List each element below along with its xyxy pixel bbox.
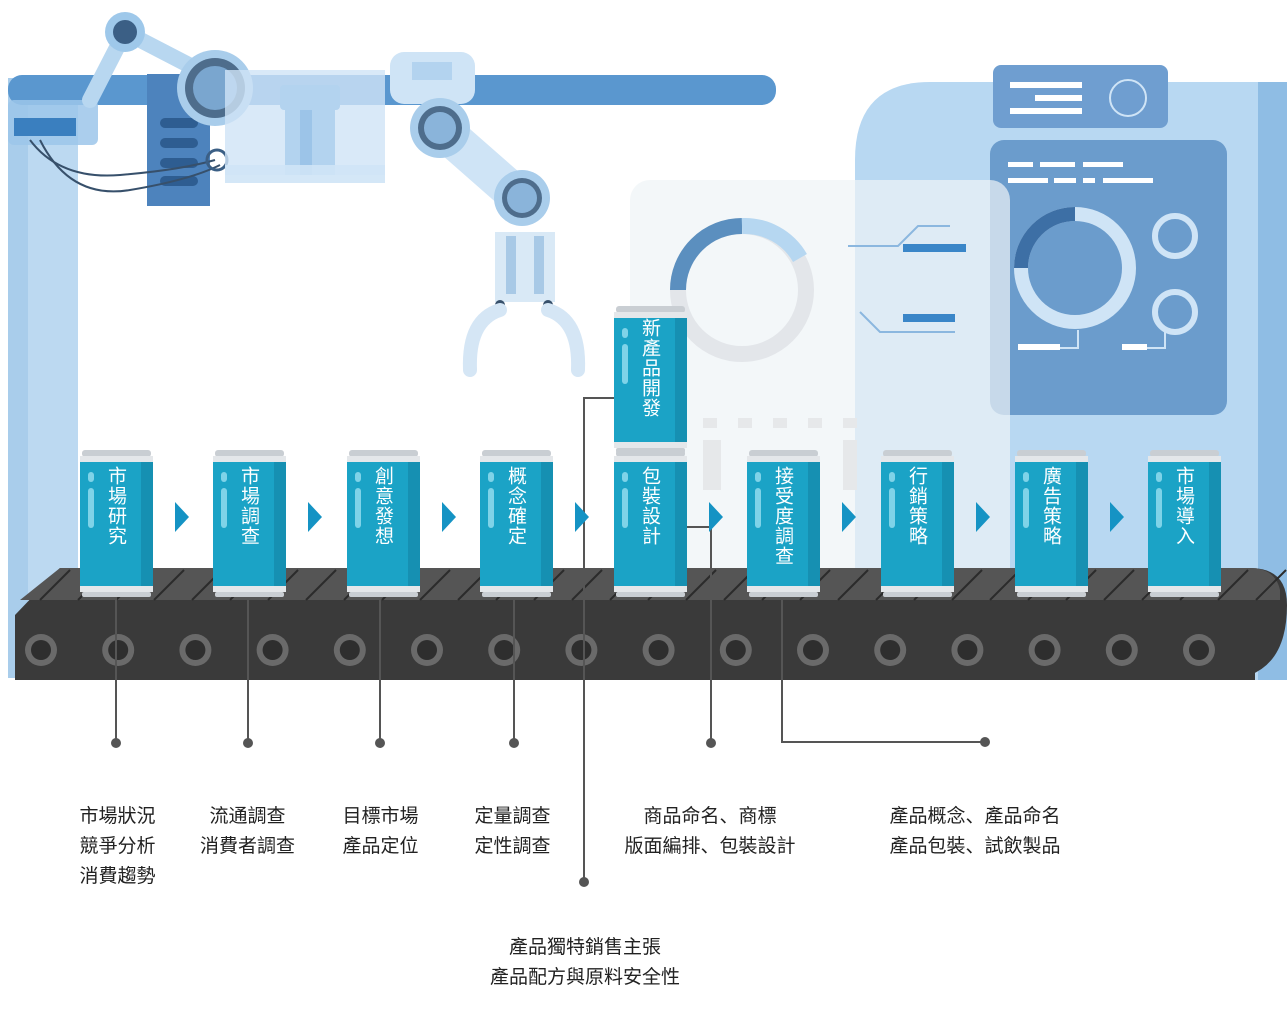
note-line: 定量調查 [474,805,551,827]
note-concept: 定量調查定性調查 [450,771,575,891]
factory-illustration [8,12,1287,887]
roller [411,634,443,666]
leader-dot [706,738,716,748]
conveyor-belt [15,568,1287,680]
can-label-6: 接受度調查 [772,466,794,566]
roller [565,634,598,666]
note-line: 市場狀況 [79,805,156,827]
note-line: 消費者調查 [199,835,295,857]
leader-line [781,588,985,743]
can-3 [347,450,420,597]
note-acceptance: 產品概念、產品命名產品包裝、試飲製品 [860,771,1090,891]
roller [642,634,675,666]
flow-arrow [1110,502,1124,532]
leader-dots [111,737,990,887]
can-label-1: 市場研究 [105,466,127,546]
note-line: 版面編排、包裝設計 [624,835,796,857]
leader-dot [243,738,253,748]
flow-arrow [976,502,990,532]
note-market-research: 市場狀況競爭分析消費趨勢 [55,771,180,921]
roller [874,634,907,666]
can-label-8: 廣告策略 [1040,466,1062,546]
leader-dot [579,877,589,887]
note-line: 產品概念、產品命名 [889,805,1061,827]
roller [25,634,57,666]
roller [1105,634,1138,666]
can-9 [1148,450,1221,597]
roller [797,634,829,666]
flow-arrow [175,502,189,532]
note-line: 定性調查 [474,835,551,857]
roller [179,634,212,666]
roller [102,634,135,666]
leader-dot [375,738,385,748]
roller [488,634,521,666]
note-line: 產品定位 [342,835,419,857]
can-4 [480,450,553,597]
note-packaging: 商品命名、商標版面編排、包裝設計 [600,771,820,891]
roller [719,634,752,666]
flow-arrow [842,502,856,532]
roller [1183,634,1215,666]
leader-dot [509,738,519,748]
note-line: 產品獨特銷售主張 [508,936,661,958]
note-line: 目標市場 [342,805,419,827]
note-line: 消費趨勢 [79,865,156,887]
cans-art [80,306,1221,597]
flow-arrow [709,502,723,532]
leader-dot [111,738,121,748]
top-can-label: 新產品開發 [639,318,661,418]
can-label-5: 包裝設計 [639,466,661,546]
can-1 [80,450,153,597]
can-label-2: 市場調查 [238,466,260,546]
flow-arrow [575,502,589,532]
can-label-7: 行銷策略 [906,466,928,546]
roller [1028,634,1061,666]
note-line: 商品命名、商標 [643,805,777,827]
note-line: 競爭分析 [79,835,156,857]
flow-arrow [308,502,322,532]
can-7 [881,450,954,597]
can-label-4: 概念確定 [505,466,527,546]
roller [256,634,289,666]
note-market-survey: 流通調查消費者調查 [180,771,315,891]
can-label-3: 創意發想 [372,466,394,546]
roller [951,634,984,666]
roller [333,634,366,666]
note-new-product: 產品獨特銷售主張產品配方與原料安全性 [455,902,715,1022]
note-line: 產品包裝、試飲製品 [889,835,1061,857]
note-line: 產品配方與原料安全性 [489,966,680,988]
can-5 [614,450,687,597]
leader-dot [980,737,990,747]
top-can [614,306,687,453]
can-8 [1015,450,1088,597]
note-line: 流通調查 [209,805,286,827]
production-line-diagram: 市場研究 市場調查 創意發想 概念確定 包裝設計 接受度調查 行銷策略 廣告策略… [8,12,1287,988]
can-2 [213,450,286,597]
can-6 [747,450,820,597]
can-label-9: 市場導入 [1173,466,1195,546]
flow-arrow [442,502,456,532]
note-ideation: 目標市場產品定位 [318,771,443,891]
flow-arrows [175,502,1124,532]
leader-line [583,397,628,882]
